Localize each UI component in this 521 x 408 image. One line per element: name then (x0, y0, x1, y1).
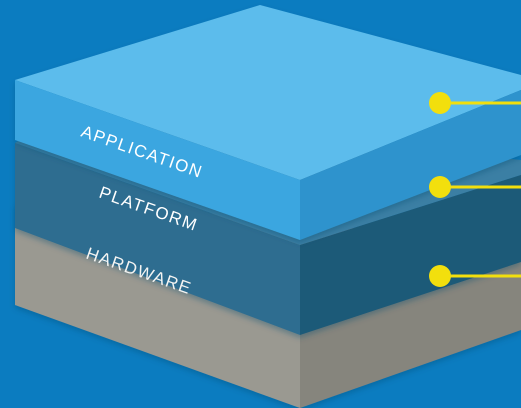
platform-layer-front (15, 143, 300, 335)
application-layer-front (15, 80, 300, 240)
application-connector (429, 92, 521, 114)
platform-connector (429, 176, 521, 198)
hardware-layer-side (300, 262, 521, 408)
application-layer-top (15, 5, 521, 180)
platform-layer-side (300, 175, 521, 335)
hardware-connector-dot (429, 265, 451, 287)
platform-connector-dot (429, 176, 451, 198)
hardware-connector (429, 265, 521, 287)
application-layer (15, 5, 521, 240)
hardware-layer-front (15, 205, 300, 408)
application-connector-dot (429, 92, 451, 114)
application-layer-side (300, 90, 521, 240)
